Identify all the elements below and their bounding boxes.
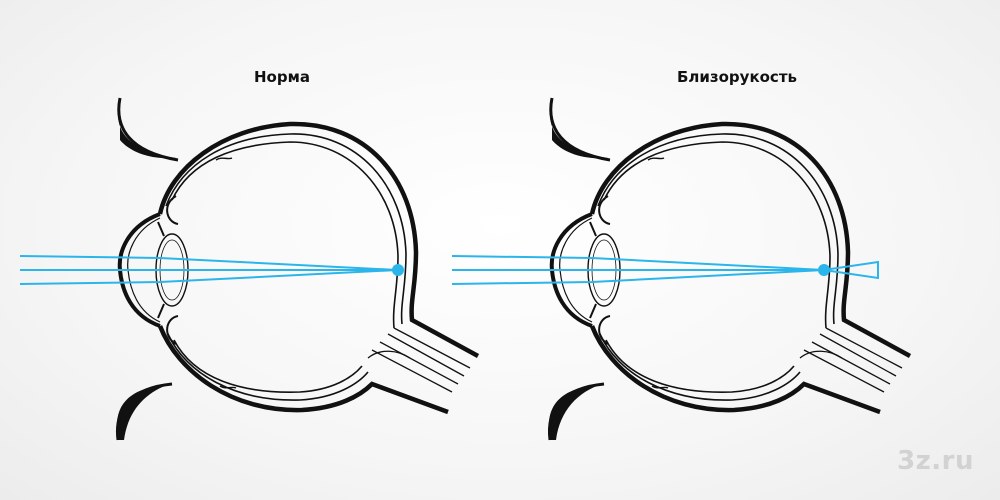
watermark-logo: 3z.ru — [897, 446, 974, 476]
panel-title-myopia: Близорукость — [676, 68, 798, 86]
light-rays-normal — [19, 255, 399, 285]
focal-point-myopia — [818, 264, 830, 276]
eye-myopia — [451, 98, 910, 440]
focal-point-normal — [392, 264, 404, 276]
eye-normal — [19, 98, 478, 440]
panel-title-normal: Норма — [254, 68, 310, 86]
light-rays-myopia — [451, 255, 879, 285]
